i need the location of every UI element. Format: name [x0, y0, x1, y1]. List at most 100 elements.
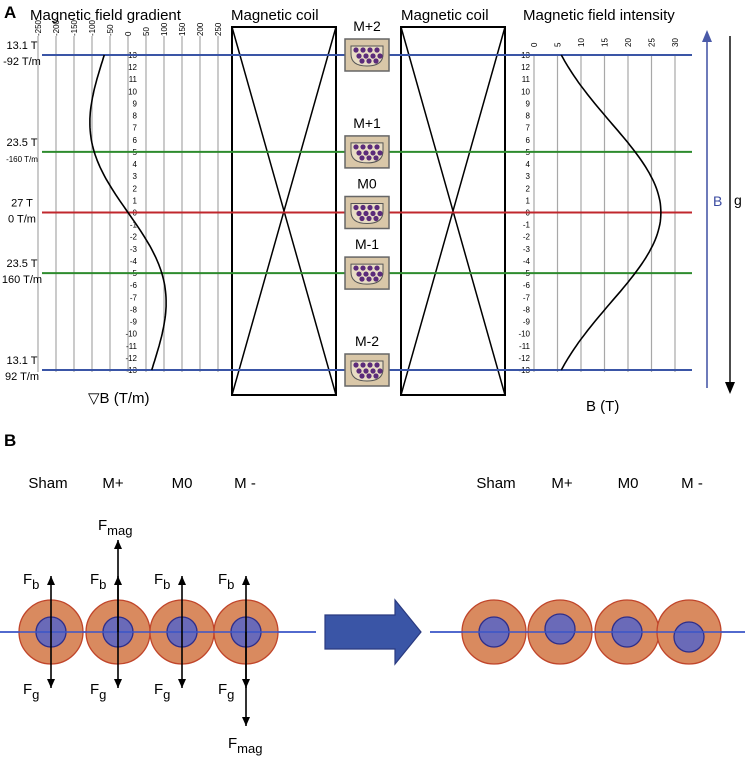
position-tick-label: 8 [133, 112, 138, 121]
position-tick-label: -8 [523, 305, 531, 314]
sample-chamber [344, 353, 390, 387]
force-label: Fb [218, 571, 234, 592]
position-tick-label: -12 [518, 354, 530, 363]
position-tick-label: -2 [523, 233, 531, 242]
gradient-tick-label: 200 [196, 22, 205, 36]
field-direction-arrow [702, 30, 712, 388]
intensity-tick-label: 10 [577, 38, 586, 47]
force-label: Fmag [228, 735, 262, 756]
intensity-tick-label: 30 [671, 38, 680, 47]
force-label: Fb [154, 571, 170, 592]
arrow-head [178, 576, 186, 585]
position-tick-label: 3 [526, 172, 531, 181]
position-tick-label: 1 [133, 196, 138, 205]
arrow-head [242, 576, 250, 585]
gradient-value-label: 0 T/m [8, 214, 36, 226]
position-tick-label: -4 [523, 257, 531, 266]
g-arrow-label: g [734, 192, 742, 208]
position-tick-label: 2 [133, 184, 138, 193]
position-tick-label: -8 [130, 305, 138, 314]
force-label: Fg [23, 681, 39, 702]
sample-label: M+2 [353, 18, 381, 34]
sample-chambers [344, 38, 390, 387]
position-tick-label: -11 [519, 342, 531, 351]
gradient-value-label: 92 T/m [5, 371, 39, 383]
gradient-tick-label: 100 [160, 22, 169, 36]
force-label: Fb [23, 571, 39, 592]
field-value-label: 23.5 T [7, 258, 38, 270]
sample-label: M+1 [353, 115, 381, 131]
gravity-arrow [725, 36, 735, 394]
force-label: Fg [90, 681, 106, 702]
sample-label: M0 [357, 176, 377, 192]
position-tick-label: 6 [133, 136, 138, 145]
position-tick-label: -4 [130, 257, 138, 266]
sample-label: M-2 [355, 333, 379, 349]
sample-chamber [344, 195, 390, 230]
field-value-label: 23.5 T [7, 137, 38, 149]
position-tick-label: -11 [126, 342, 138, 351]
gradient-tick-label: -250 [34, 19, 43, 36]
magnetic-coil-left [231, 26, 337, 396]
field-value-label: 13.1 T [7, 40, 38, 52]
gradient-tick-label: 0 [124, 31, 133, 36]
position-tick-label: 11 [522, 75, 531, 84]
b-arrow-label: B [713, 193, 722, 209]
column-label: M - [234, 475, 256, 492]
position-tick-label: -7 [523, 293, 531, 302]
column-label: Sham [28, 475, 67, 492]
position-tick-label: 10 [521, 87, 530, 96]
arrow-head [47, 576, 55, 585]
gradient-header: Magnetic field gradient [30, 7, 182, 24]
position-axis-left: 131211109876543210-1-2-3-4-5-6-7-8-9-10-… [125, 51, 137, 375]
sample-label: M-1 [355, 236, 379, 252]
panel-a: A Magnetic field gradient Magnetic coil … [2, 3, 742, 415]
position-tick-label: -2 [130, 233, 138, 242]
position-tick-label: -6 [130, 281, 138, 290]
arrow-head [178, 679, 186, 688]
field-value-label: 27 T [11, 198, 33, 210]
force-label: Fg [154, 681, 170, 702]
field-value-label: 13.1 T [7, 355, 38, 367]
intensity-tick-label: 15 [601, 38, 610, 47]
intensity-curve [560, 54, 662, 371]
gradient-tick-label: 150 [178, 22, 187, 36]
intensity-header: Magnetic field intensity [523, 7, 675, 24]
panel-b-label: B [4, 431, 16, 450]
position-tick-label: -1 [523, 221, 531, 230]
coil-left-header: Magnetic coil [231, 7, 319, 24]
sample-chamber [344, 135, 390, 169]
position-tick-label: -9 [130, 318, 138, 327]
arrow-head [114, 540, 122, 549]
position-tick-label: 12 [128, 63, 137, 72]
gradient-axis-label: ▽B (T/m) [88, 390, 150, 407]
position-tick-label: 11 [129, 75, 138, 84]
position-tick-label: 2 [526, 184, 531, 193]
column-label: M+ [102, 475, 123, 492]
position-tick-label: -9 [523, 318, 531, 327]
position-tick-label: -7 [130, 293, 138, 302]
sample-chamber [344, 38, 390, 72]
right-cells [430, 599, 745, 665]
gradient-curve [89, 54, 167, 371]
arrow-head [114, 679, 122, 688]
arrow-head [242, 717, 250, 726]
intensity-tick-label: 5 [554, 42, 563, 47]
gradient-tick-label: 50 [142, 27, 151, 36]
position-tick-label: 4 [133, 160, 138, 169]
left-cells [0, 599, 316, 665]
magnetic-coil-right [400, 26, 506, 396]
position-tick-label: 9 [526, 99, 531, 108]
gradient-value-label: -92 T/m [3, 56, 41, 68]
gradient-tick-label: -150 [70, 19, 79, 36]
column-label: M - [681, 475, 703, 492]
coil-right-header: Magnetic coil [401, 7, 489, 24]
position-tick-label: -10 [518, 330, 530, 339]
position-tick-label: -3 [130, 245, 138, 254]
gradient-tick-label: -200 [52, 19, 61, 36]
